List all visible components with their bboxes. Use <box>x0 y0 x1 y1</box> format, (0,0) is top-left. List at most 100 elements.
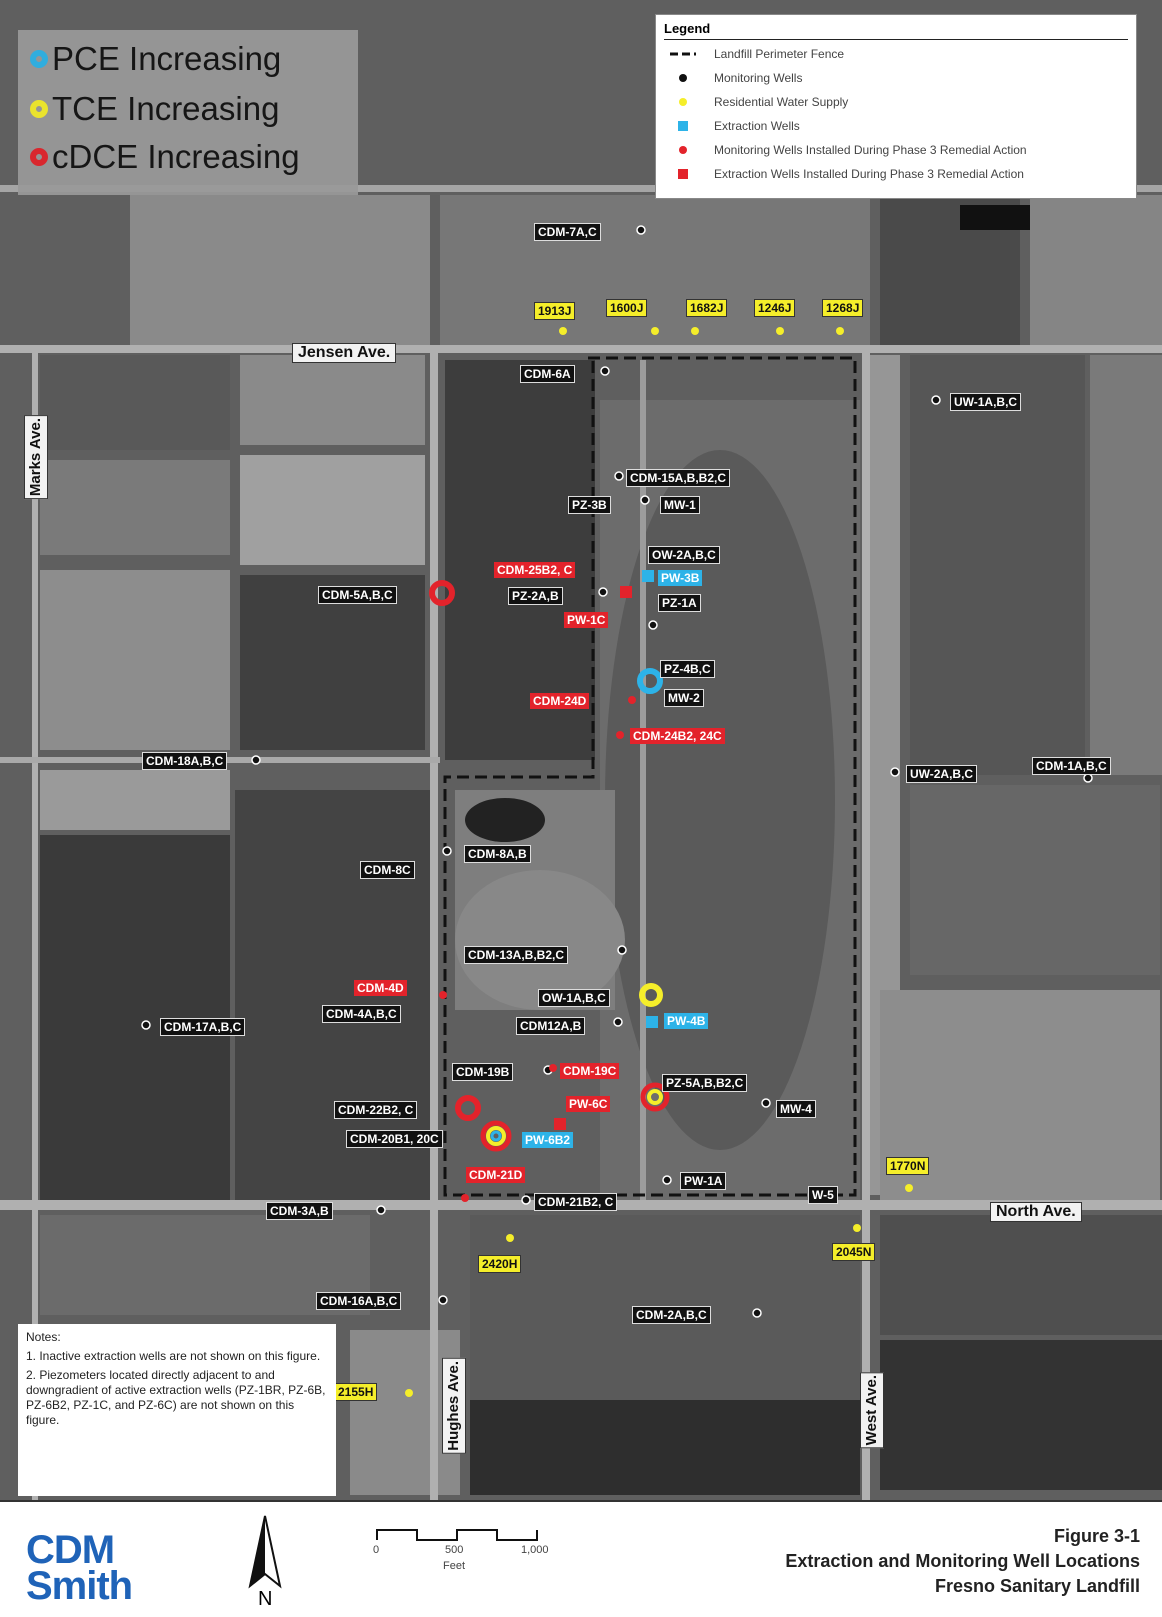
aerial-base <box>0 185 1162 1500</box>
res-label-1268j: 1268J <box>822 299 864 317</box>
well-label-pw4b: PW-4B <box>664 1013 709 1029</box>
trend-legend: PCE Increasing TCE Increasing cDCE Incre… <box>18 30 358 195</box>
red-square-icon <box>670 168 696 180</box>
well-label-cdm24d: CDM-24D <box>530 693 590 709</box>
scale-bar-icon <box>376 1529 538 1541</box>
well-label-pw6b2: PW-6B2 <box>522 1132 574 1148</box>
scale-unit: Feet <box>443 1560 466 1572</box>
figure-title-line1: Extraction and Monitoring Well Locations <box>785 1551 1140 1571</box>
yellow-ring-icon <box>30 100 48 118</box>
well-label-cdm19c: CDM-19C <box>560 1063 620 1079</box>
ring-ow1 <box>639 983 663 1007</box>
note-1: 1. Inactive extraction wells are not sho… <box>26 1349 321 1363</box>
ring-cdm20-inner <box>490 1130 502 1142</box>
legend-item-residential: Residential Water Supply <box>670 95 848 109</box>
cdm-smith-logo: CDM Smith <box>26 1528 133 1608</box>
well-label-uw1abc: UW-1A,B,C <box>950 393 1022 411</box>
notes-box: Notes: 1. Inactive extraction wells are … <box>18 1324 336 1496</box>
extraction-markers <box>642 570 658 1028</box>
trend-cdce: cDCE Increasing <box>30 138 300 176</box>
well-label-pz1a: PZ-1A <box>658 594 701 612</box>
res-label-1770n: 1770N <box>886 1157 930 1175</box>
well-label-cdm8c: CDM-8C <box>360 861 415 879</box>
well-label-pz4bc: PZ-4B,C <box>660 660 715 678</box>
phase3-markers <box>439 586 636 1202</box>
legend-item-extraction: Extraction Wells <box>670 119 800 133</box>
trend-pce-label: PCE Increasing <box>52 40 282 77</box>
well-label-pw1c: PW-1C <box>564 612 609 628</box>
residential-markers <box>405 327 913 1397</box>
scale-tick-1000: 1,000 <box>521 1544 549 1556</box>
well-label-mw1: MW-1 <box>660 496 700 514</box>
aerial-map[interactable]: PCE Increasing TCE Increasing cDCE Incre… <box>0 0 1162 1500</box>
well-label-mw4: MW-4 <box>776 1100 816 1118</box>
ring-pz4 <box>637 668 663 694</box>
well-label-cdm4abc: CDM-4A,B,C <box>322 1005 401 1023</box>
legend-title: Legend <box>664 21 711 36</box>
well-label-cdm2abc: CDM-2A,B,C <box>632 1306 711 1324</box>
ring-cdm22 <box>455 1095 481 1121</box>
dash-line-icon <box>670 51 696 57</box>
well-label-cdm18abc: CDM-18A,B,C <box>142 752 228 770</box>
well-label-cdm22b2c: CDM-22B2, C <box>334 1101 418 1119</box>
well-label-cdm21b2c: CDM-21B2, C <box>534 1193 618 1211</box>
north-arrow: N <box>240 1514 290 1610</box>
title-block: CDM Smith N 0 500 1,000 Feet Figure 3-1 … <box>0 1500 1162 1617</box>
well-label-mw2: MW-2 <box>664 689 704 707</box>
well-label-pz2ab: PZ-2A,B <box>508 587 563 605</box>
figure-title-line2: Fresno Sanitary Landfill <box>934 1576 1140 1596</box>
well-label-cdm5abc: CDM-5A,B,C <box>318 586 397 604</box>
road-label-hughes: Hughes Ave. <box>442 1358 466 1454</box>
blue-square-icon <box>670 120 696 132</box>
well-label-pw3b: PW-3B <box>658 570 703 586</box>
ring-pz5-inner <box>647 1089 663 1105</box>
well-label-ow1abc: OW-1A,B,C <box>538 989 610 1007</box>
well-label-pw1a: PW-1A <box>680 1172 727 1190</box>
map-legend: Legend Landfill Perimeter Fence Monitori… <box>655 14 1137 199</box>
north-arrow-icon <box>248 1515 282 1589</box>
blue-ring-icon <box>30 50 48 68</box>
well-label-cdm20b1: CDM-20B1, 20C <box>346 1130 443 1148</box>
ring-cdm5 <box>429 580 455 606</box>
north-label: N <box>258 1588 273 1610</box>
res-label-2420h: 2420H <box>478 1255 522 1273</box>
trend-tce-label: TCE Increasing <box>52 90 280 127</box>
scale-bar: 0 500 1,000 Feet <box>373 1522 549 1572</box>
well-label-cdm25b2c: CDM-25B2, C <box>494 562 576 578</box>
ring-pz5-outer <box>640 1082 670 1112</box>
figure-title: Figure 3-1 Extraction and Monitoring Wel… <box>785 1524 1140 1599</box>
road-label-north: North Ave. <box>990 1202 1082 1222</box>
res-label-1913j: 1913J <box>534 302 576 320</box>
res-label-2045n: 2045N <box>832 1243 876 1261</box>
res-label-1682j: 1682J <box>686 299 728 317</box>
well-label-cdm4d: CDM-4D <box>354 980 407 996</box>
scale-tick-500: 500 <box>445 1544 464 1556</box>
road-label-jensen: Jensen Ave. <box>292 343 397 363</box>
well-label-cdm15: CDM-15A,B,B2,C <box>626 469 731 487</box>
figure-number: Figure 3-1 <box>1053 1526 1140 1546</box>
legend-divider <box>664 39 1128 40</box>
res-label-2155h: 2155H <box>334 1383 378 1401</box>
well-label-pw6c: PW-6C <box>566 1096 611 1112</box>
legend-item-phase3-monitoring: Monitoring Wells Installed During Phase … <box>670 143 1027 157</box>
legend-item-fence: Landfill Perimeter Fence <box>670 47 844 61</box>
black-dot-icon <box>670 73 696 83</box>
trend-pce: PCE Increasing <box>30 40 281 78</box>
legend-item-monitoring: Monitoring Wells <box>670 71 802 85</box>
red-dot-icon <box>670 145 696 155</box>
well-label-pz5a: PZ-5A,B,B2,C <box>662 1074 748 1092</box>
well-markers <box>141 225 1093 1318</box>
well-label-cdm13: CDM-13A,B,B2,C <box>464 946 569 964</box>
legend-item-phase3-extraction: Extraction Wells Installed During Phase … <box>670 167 1024 181</box>
yellow-dot-icon <box>670 97 696 107</box>
well-label-ow2abc: OW-2A,B,C <box>648 546 720 564</box>
well-label-cdm3ab: CDM-3A,B <box>266 1202 333 1220</box>
res-label-1246j: 1246J <box>754 299 796 317</box>
well-label-w5: W-5 <box>808 1186 838 1204</box>
res-label-1600j: 1600J <box>606 299 648 317</box>
notes-title: Notes: <box>26 1330 61 1344</box>
road-label-west: West Ave. <box>860 1372 884 1449</box>
well-label-cdm16abc: CDM-16A,B,C <box>316 1292 402 1310</box>
well-label-cdm24b2: CDM-24B2, 24C <box>630 728 725 744</box>
